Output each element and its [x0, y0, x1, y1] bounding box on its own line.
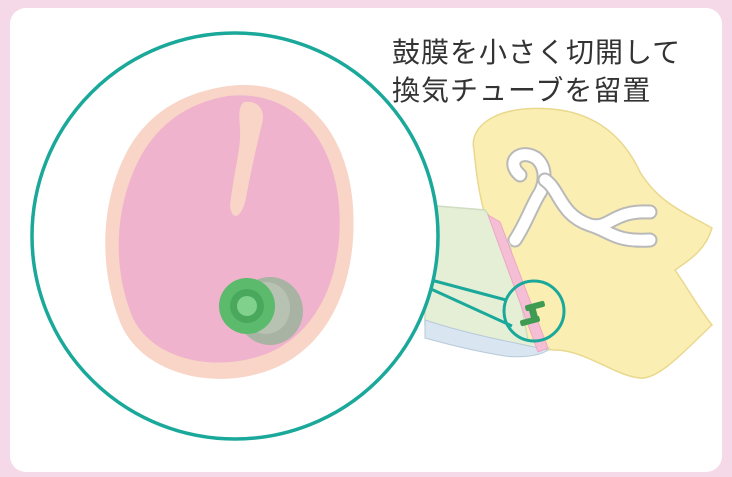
caption-line-2: 換気チューブを留置	[392, 72, 712, 110]
caption-line-1: 鼓膜を小さく切開して	[392, 34, 712, 72]
caption: 鼓膜を小さく切開して 換気チューブを留置	[392, 34, 712, 110]
